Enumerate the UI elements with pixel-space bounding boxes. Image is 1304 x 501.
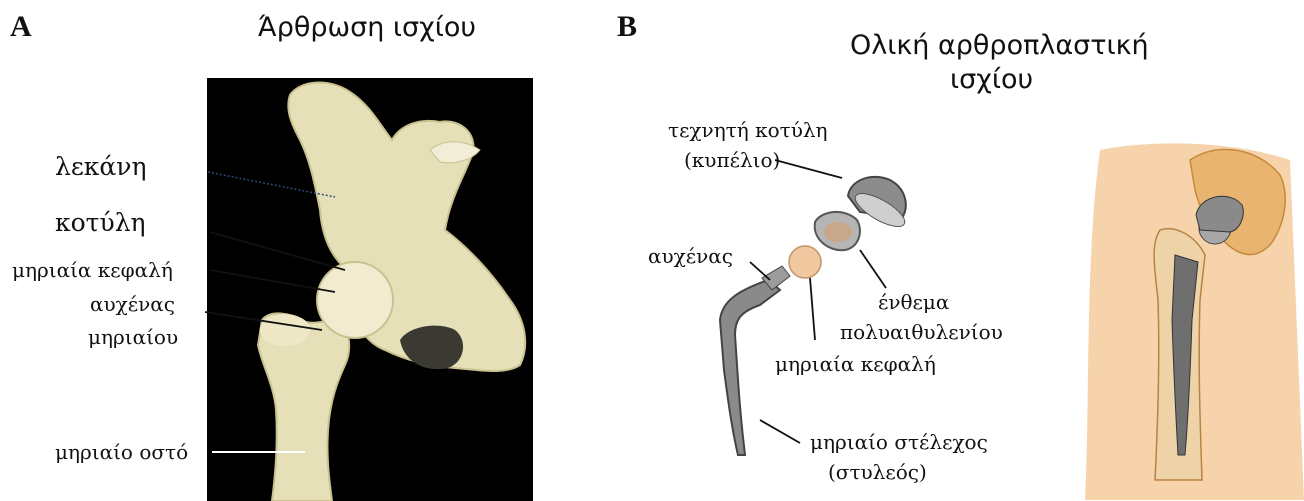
femoral-stem xyxy=(720,280,780,455)
label-neck-line2: μηριαίου xyxy=(88,325,178,349)
leader-neck-b xyxy=(750,262,770,280)
panel-b-title-line1: Ολική αρθροπλαστική xyxy=(850,30,1149,61)
prosthetic-head xyxy=(789,246,821,278)
label-pelvis: λεκάνη xyxy=(55,152,146,181)
panel-b-letter: B xyxy=(617,10,637,44)
label-stem-line2: (στυλεός) xyxy=(828,460,927,484)
label-femur: μηριαίο οστό xyxy=(55,440,188,464)
femoral-head xyxy=(317,262,393,338)
greater-trochanter xyxy=(260,314,310,346)
leader-liner xyxy=(860,250,886,288)
label-stem-line1: μηριαίο στέλεχος xyxy=(810,430,988,454)
leader-head-b xyxy=(810,278,815,340)
label-head-b: μηριαία κεφαλή xyxy=(775,352,936,376)
label-cup-line2: (κυπέλιο) xyxy=(684,148,780,172)
label-cup-line1: τεχνητή κοτύλη xyxy=(668,118,828,142)
leader-cup xyxy=(775,160,842,178)
label-liner-line1: ένθεμα xyxy=(878,290,949,314)
label-acetabulum: κοτύλη xyxy=(55,208,146,237)
panel-b-title-line2: ισχίου xyxy=(950,64,1033,95)
poly-liner-inner xyxy=(824,222,852,242)
leader-stem xyxy=(760,420,800,443)
label-liner-line2: πολυαιθυλενίου xyxy=(840,320,1003,344)
label-neck-line1: αυχένας xyxy=(90,292,175,316)
label-neck-b: αυχένας xyxy=(648,244,733,268)
label-femoral-head: μηριαία κεφαλή xyxy=(12,258,173,282)
